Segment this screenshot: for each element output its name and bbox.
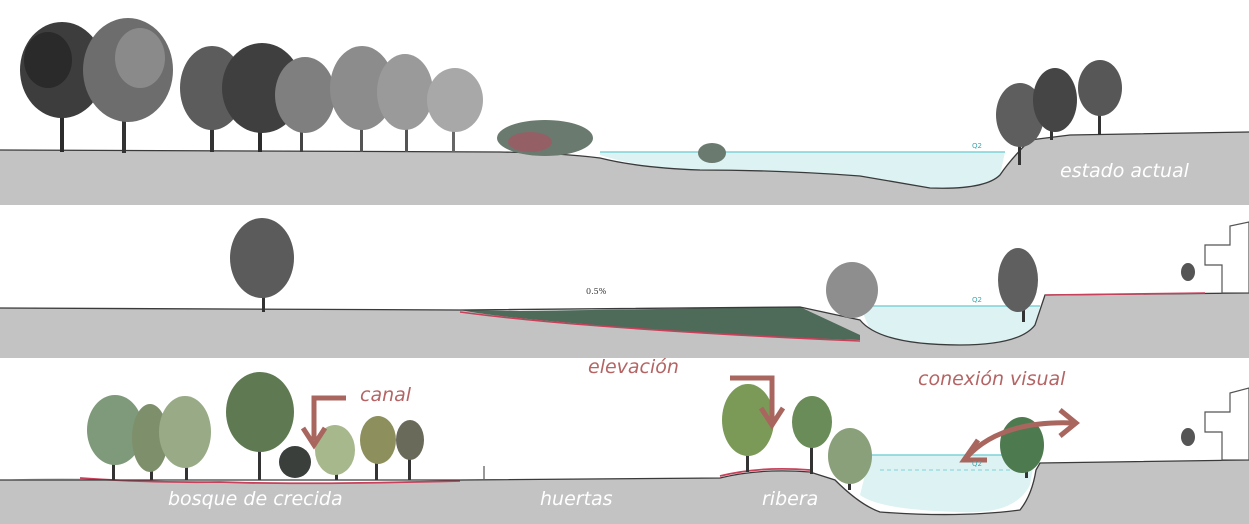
label-ribera: ribera (762, 488, 819, 510)
label-bosque: bosque de crecida (168, 488, 343, 510)
water-level-marker: Q2 (972, 142, 982, 150)
tree-icon (792, 396, 832, 474)
tree-icon (826, 262, 878, 318)
building-outline-icon (1204, 387, 1249, 461)
panel-divider (0, 205, 1249, 213)
tree-icon (996, 83, 1044, 165)
tree-icon (132, 404, 168, 480)
label-canal: canal (360, 384, 412, 406)
double-curved-arrow-icon (959, 408, 1080, 463)
tree-icon (1033, 68, 1077, 140)
water-level-marker: Q2 (972, 460, 982, 468)
red-ground-line (79, 467, 811, 485)
water-body (860, 306, 1040, 345)
tree-icon (427, 68, 483, 152)
shrub-icon (497, 120, 593, 156)
panel-current-state (0, 18, 1249, 205)
building-outline-icon (1204, 221, 1249, 294)
tree-icon (230, 218, 294, 312)
tree-icon (330, 46, 394, 152)
tree-icon (828, 428, 872, 490)
ground-profile (0, 460, 1249, 524)
label-huertas: huertas (540, 488, 613, 510)
tree-icon (396, 420, 424, 480)
ground-profile (0, 132, 1249, 205)
ground-outline (0, 131, 1249, 189)
slope-annotation: 0.5% (586, 287, 607, 296)
ground-outline (0, 292, 1249, 346)
panel-divider (0, 358, 1249, 366)
elevation-line (459, 311, 861, 342)
water-body (600, 152, 1005, 189)
fill-band (460, 307, 860, 340)
tree-icon (226, 372, 294, 480)
water-level-marker: Q2 (972, 296, 982, 304)
tree-icon (159, 396, 211, 480)
bent-arrow-down-icon (300, 395, 346, 450)
tree-icon (722, 384, 774, 472)
tree-icon (315, 425, 355, 480)
tree-icon (998, 248, 1038, 322)
shrub-icon (1181, 428, 1195, 446)
tree-icon (360, 416, 396, 480)
panel-proposal (0, 372, 1249, 524)
tree-icon (83, 18, 173, 153)
red-edge (1044, 292, 1206, 296)
ground-outline (0, 459, 1249, 516)
label-estado-actual: estado actual (1060, 160, 1189, 182)
bent-arrow-down-icon (730, 375, 786, 430)
shrub-icon (698, 143, 726, 163)
shrub-icon (1181, 263, 1195, 281)
tree-icon (20, 22, 104, 152)
water-body (860, 455, 1035, 513)
tree-icon (1078, 60, 1122, 135)
tree-icon (275, 57, 335, 152)
panel-elevation (0, 218, 1249, 358)
label-conexion-visual: conexión visual (918, 368, 1066, 390)
tree-icon (279, 446, 311, 478)
label-elevacion: elevación (588, 356, 679, 378)
tree-icon (377, 54, 433, 152)
tree-icon (87, 395, 143, 480)
